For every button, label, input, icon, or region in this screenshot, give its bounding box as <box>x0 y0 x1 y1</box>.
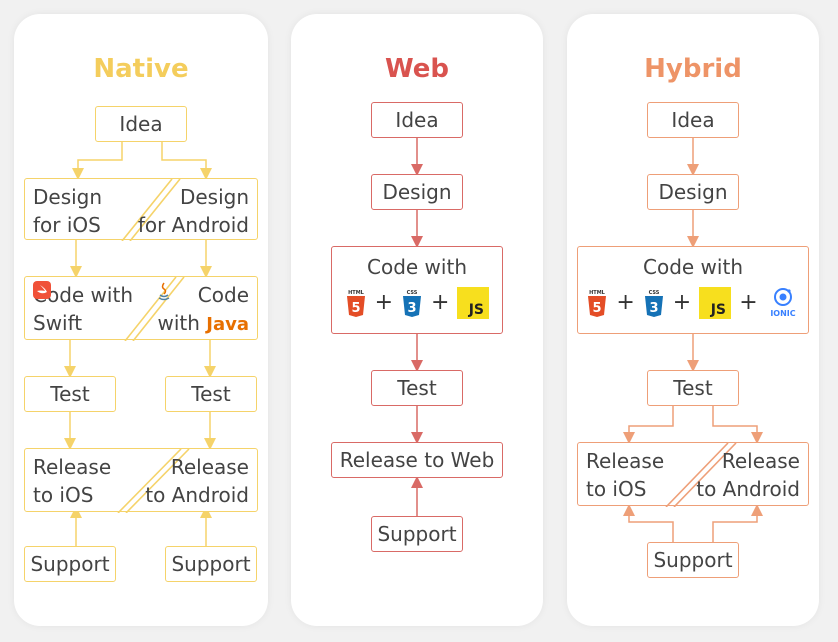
js-icon: JS <box>457 287 490 319</box>
html5-icon: HTML 5 <box>588 290 607 317</box>
web-design-box: Design <box>371 174 463 210</box>
web-card: Web Idea Design Code with HTML 5 + CS <box>291 14 543 626</box>
web-code-box: Code with HTML 5 + CSS 3 + JS <box>331 246 503 334</box>
svg-text:JS: JS <box>710 302 726 318</box>
hybrid-test-box: Test <box>647 370 739 406</box>
svg-text:CSS: CSS <box>407 290 418 296</box>
native-title: Native <box>93 54 189 84</box>
hybrid-tech-icons: HTML 5 + CSS 3 + JS + IONIC <box>586 287 799 319</box>
hybrid-idea-box: Idea <box>647 102 739 138</box>
native-support-ios-box: Support <box>24 546 116 582</box>
native-idea-box: Idea <box>95 106 187 142</box>
web-idea-box: Idea <box>371 102 463 138</box>
hybrid-design-box: Design <box>647 174 739 210</box>
native-design-divider <box>121 179 181 241</box>
hybrid-title: Hybrid <box>644 54 742 84</box>
web-tech-icons: HTML 5 + CSS 3 + JS <box>345 287 490 319</box>
svg-text:CSS: CSS <box>648 290 659 296</box>
web-test-box: Test <box>371 370 463 406</box>
hybrid-code-label: Code with <box>643 255 743 279</box>
web-code-label: Code with <box>367 255 467 279</box>
js-icon: JS <box>699 287 732 319</box>
web-support-box: Support <box>371 516 463 552</box>
svg-text:JS: JS <box>468 302 484 318</box>
web-release-box: Release to Web <box>331 442 503 478</box>
native-code-box: Code with Swift Code with Java <box>24 276 258 341</box>
svg-text:HTML: HTML <box>348 290 365 296</box>
native-release-divider <box>117 449 190 513</box>
svg-text:3: 3 <box>649 301 658 316</box>
native-test-ios-box: Test <box>24 376 116 412</box>
java-icon <box>159 282 170 301</box>
native-code-divider <box>124 277 185 341</box>
hybrid-release-divider <box>665 443 737 507</box>
native-code-ios: Code with Swift <box>33 281 133 335</box>
css3-icon: CSS 3 <box>403 290 421 317</box>
hybrid-support-box: Support <box>647 542 739 578</box>
hybrid-code-box: Code with HTML 5 + CSS 3 + JS + <box>577 246 809 334</box>
css3-icon: CSS 3 <box>644 290 663 317</box>
html5-icon: HTML 5 <box>346 290 365 317</box>
native-code-android: Code with Java <box>157 282 249 335</box>
hybrid-card: Hybrid Idea Design Code with HTML 5 + <box>567 14 819 626</box>
svg-text:5: 5 <box>351 301 360 316</box>
svg-text:5: 5 <box>593 301 602 316</box>
svg-text:HTML: HTML <box>589 290 606 296</box>
swift-icon <box>33 281 51 299</box>
web-title: Web <box>385 54 449 84</box>
svg-text:IONIC: IONIC <box>770 309 795 318</box>
native-support-android-box: Support <box>165 546 257 582</box>
svg-text:3: 3 <box>407 301 416 316</box>
native-test-android-box: Test <box>165 376 257 412</box>
ionic-icon: IONIC <box>770 288 795 318</box>
